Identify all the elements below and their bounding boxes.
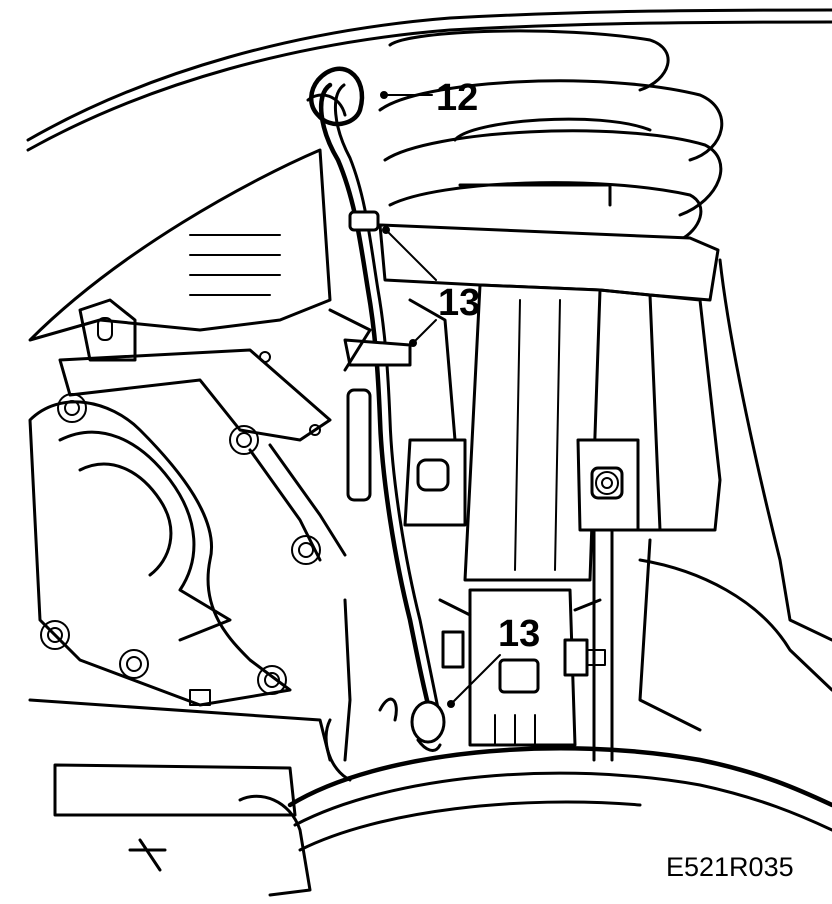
- wheel-arch: [26, 8, 832, 152]
- callout-13-upper: 13: [438, 282, 480, 324]
- strut-clamps: [403, 438, 640, 762]
- callout-12: 12: [436, 77, 478, 119]
- figure-code: E521R035: [666, 852, 794, 882]
- brake-disc: [287, 746, 832, 852]
- body-panel-right: [638, 258, 832, 732]
- strut-bracket: [438, 588, 606, 747]
- coil-spring: [378, 29, 724, 242]
- callout-13-lower: 13: [498, 613, 540, 655]
- leader-line-13c: [450, 654, 501, 705]
- leader-line-13a: [385, 229, 437, 281]
- sensor-cable: [306, 66, 457, 752]
- leader-lines: [380, 91, 501, 708]
- leader-dot-12: [380, 91, 388, 99]
- leader-line-13b: [412, 319, 437, 344]
- subframe: [28, 148, 332, 442]
- gearbox-housing: [28, 393, 347, 762]
- lower-components: [53, 598, 398, 897]
